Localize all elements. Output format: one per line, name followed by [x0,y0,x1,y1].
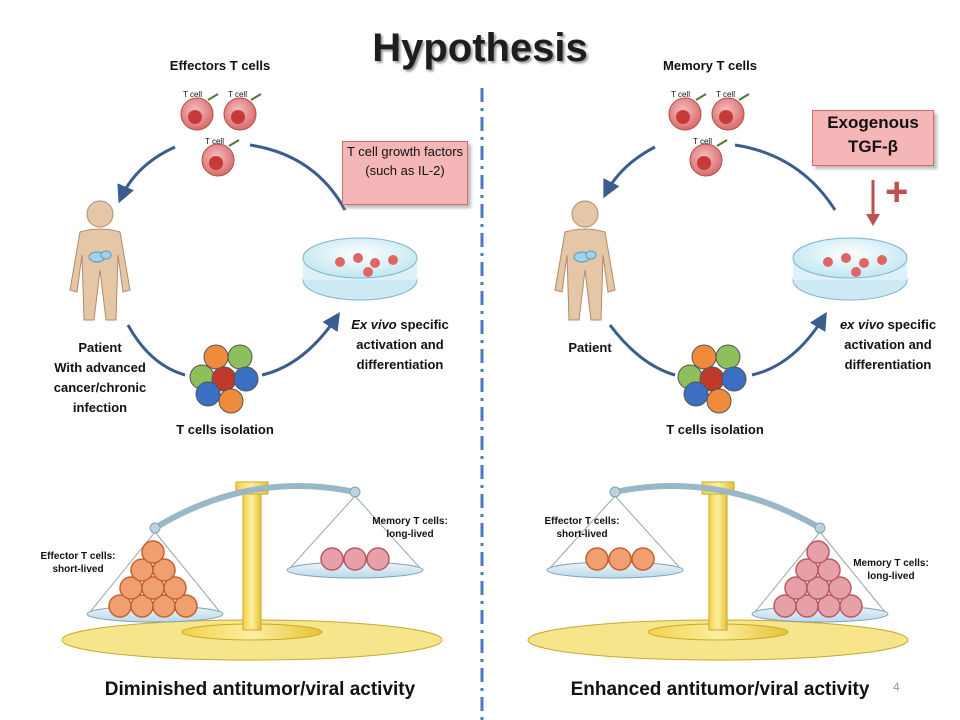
right-isolation-label: T cells isolation [666,422,764,437]
right-scale-memory-line-1: Memory T cells: [853,558,929,569]
page-title: Hypothesis [372,26,588,70]
tgf-beta-box: Exogenous TGF-β [812,110,934,166]
left-patient-line-4: infection [72,400,128,415]
left-isolation-label: T cells isolation [176,422,274,437]
left-caption: Diminished antitumor/viral activity [104,679,416,700]
right-patient-label: Patient [568,340,612,355]
right-balance [527,481,909,661]
left-scale-memory-label: Memory T cells: long-lived [355,515,465,541]
left-patient-line-1: Patient [78,340,122,355]
left-t-cell-1 [180,93,219,131]
left-t-cell-tag-3: T cell [205,137,224,146]
left-t-cell-3 [201,139,240,177]
right-t-cell-2 [711,93,750,131]
right-cycle [554,93,908,414]
left-balance [61,481,443,661]
left-scale-effector-line-1: Effector T cells: [40,551,116,562]
right-memory-balls [773,540,863,618]
right-caption: Enhanced antitumor/viral activity [570,679,870,700]
left-cells-label: Effectors T cells [169,58,271,73]
right-scale-effector-label: Effector T cells: short-lived [532,515,632,541]
left-patient-line-2: With advanced [54,360,146,375]
left-activation-line-2: activation and [356,337,444,352]
right-isolation-cluster [677,344,747,414]
right-activation-label: ex vivo specific activation and differen… [818,315,958,375]
page-number: 4 [893,680,900,694]
left-t-cell-2 [223,93,262,131]
right-scale-effector-line-2: short-lived [556,529,608,540]
tgf-line-2: TGF-β [847,137,899,156]
right-activation-line-2: activation and [844,337,932,352]
right-petri-dish [792,237,908,301]
arrow-cells-to-patient [117,145,176,204]
right-activation-rest: specific [884,317,937,332]
plus-sign: + [885,170,909,214]
left-t-cell-tag-2: T cell [228,90,247,99]
left-activation-rest: specific [396,317,449,332]
left-scale-memory-line-1: Memory T cells: [372,516,448,527]
left-scale-memory-line-2: long-lived [386,529,434,540]
right-t-cell-tag-1: T cell [671,90,690,99]
right-t-cell-1 [668,93,707,131]
right-effector-balls [585,547,655,571]
arrow-isolation-to-dish [261,311,340,377]
right-scale-memory-line-2: long-lived [867,571,915,582]
right-activation-italic: ex vivo [839,317,885,332]
left-patient-figure [69,200,131,321]
right-t-cell-tag-2: T cell [716,90,735,99]
left-activation-label: Ex vivo specific activation and differen… [330,315,470,375]
left-effector-balls [108,540,198,618]
left-activation-line-3: differentiation [356,357,444,372]
right-scale-memory-label: Memory T cells: long-lived [836,557,946,583]
growth-factors-box: T cell growth factors (such as IL-2) [342,141,468,205]
left-isolation-cluster [189,344,259,414]
left-memory-balls [320,547,390,571]
right-t-cell-tag-3: T cell [693,137,712,146]
right-activation-line-3: differentiation [844,357,932,372]
left-scale-effector-line-2: short-lived [52,564,104,575]
right-t-cell-3 [689,139,728,177]
left-t-cell-tag-1: T cell [183,90,202,99]
arrow-dish-to-cells [249,143,347,211]
tgf-line-1: Exogenous [827,113,919,132]
left-petri-dish [302,237,418,301]
left-scale-effector-label: Effector T cells: short-lived [18,550,138,576]
tgf-arrow-head [866,214,880,226]
left-cycle [69,93,418,414]
growth-factors-text: T cell growth factors (such as IL-2) [346,144,464,178]
right-scale-effector-line-1: Effector T cells: [544,516,620,527]
left-activation-italic: Ex vivo [351,317,397,332]
arrow-patient-to-isolation [126,324,186,377]
left-patient-line-3: cancer/chronic [53,380,147,395]
right-patient-figure [554,200,616,321]
left-patient-label: Patient With advanced cancer/chronic inf… [30,338,170,418]
right-cells-label: Memory T cells [663,58,757,73]
